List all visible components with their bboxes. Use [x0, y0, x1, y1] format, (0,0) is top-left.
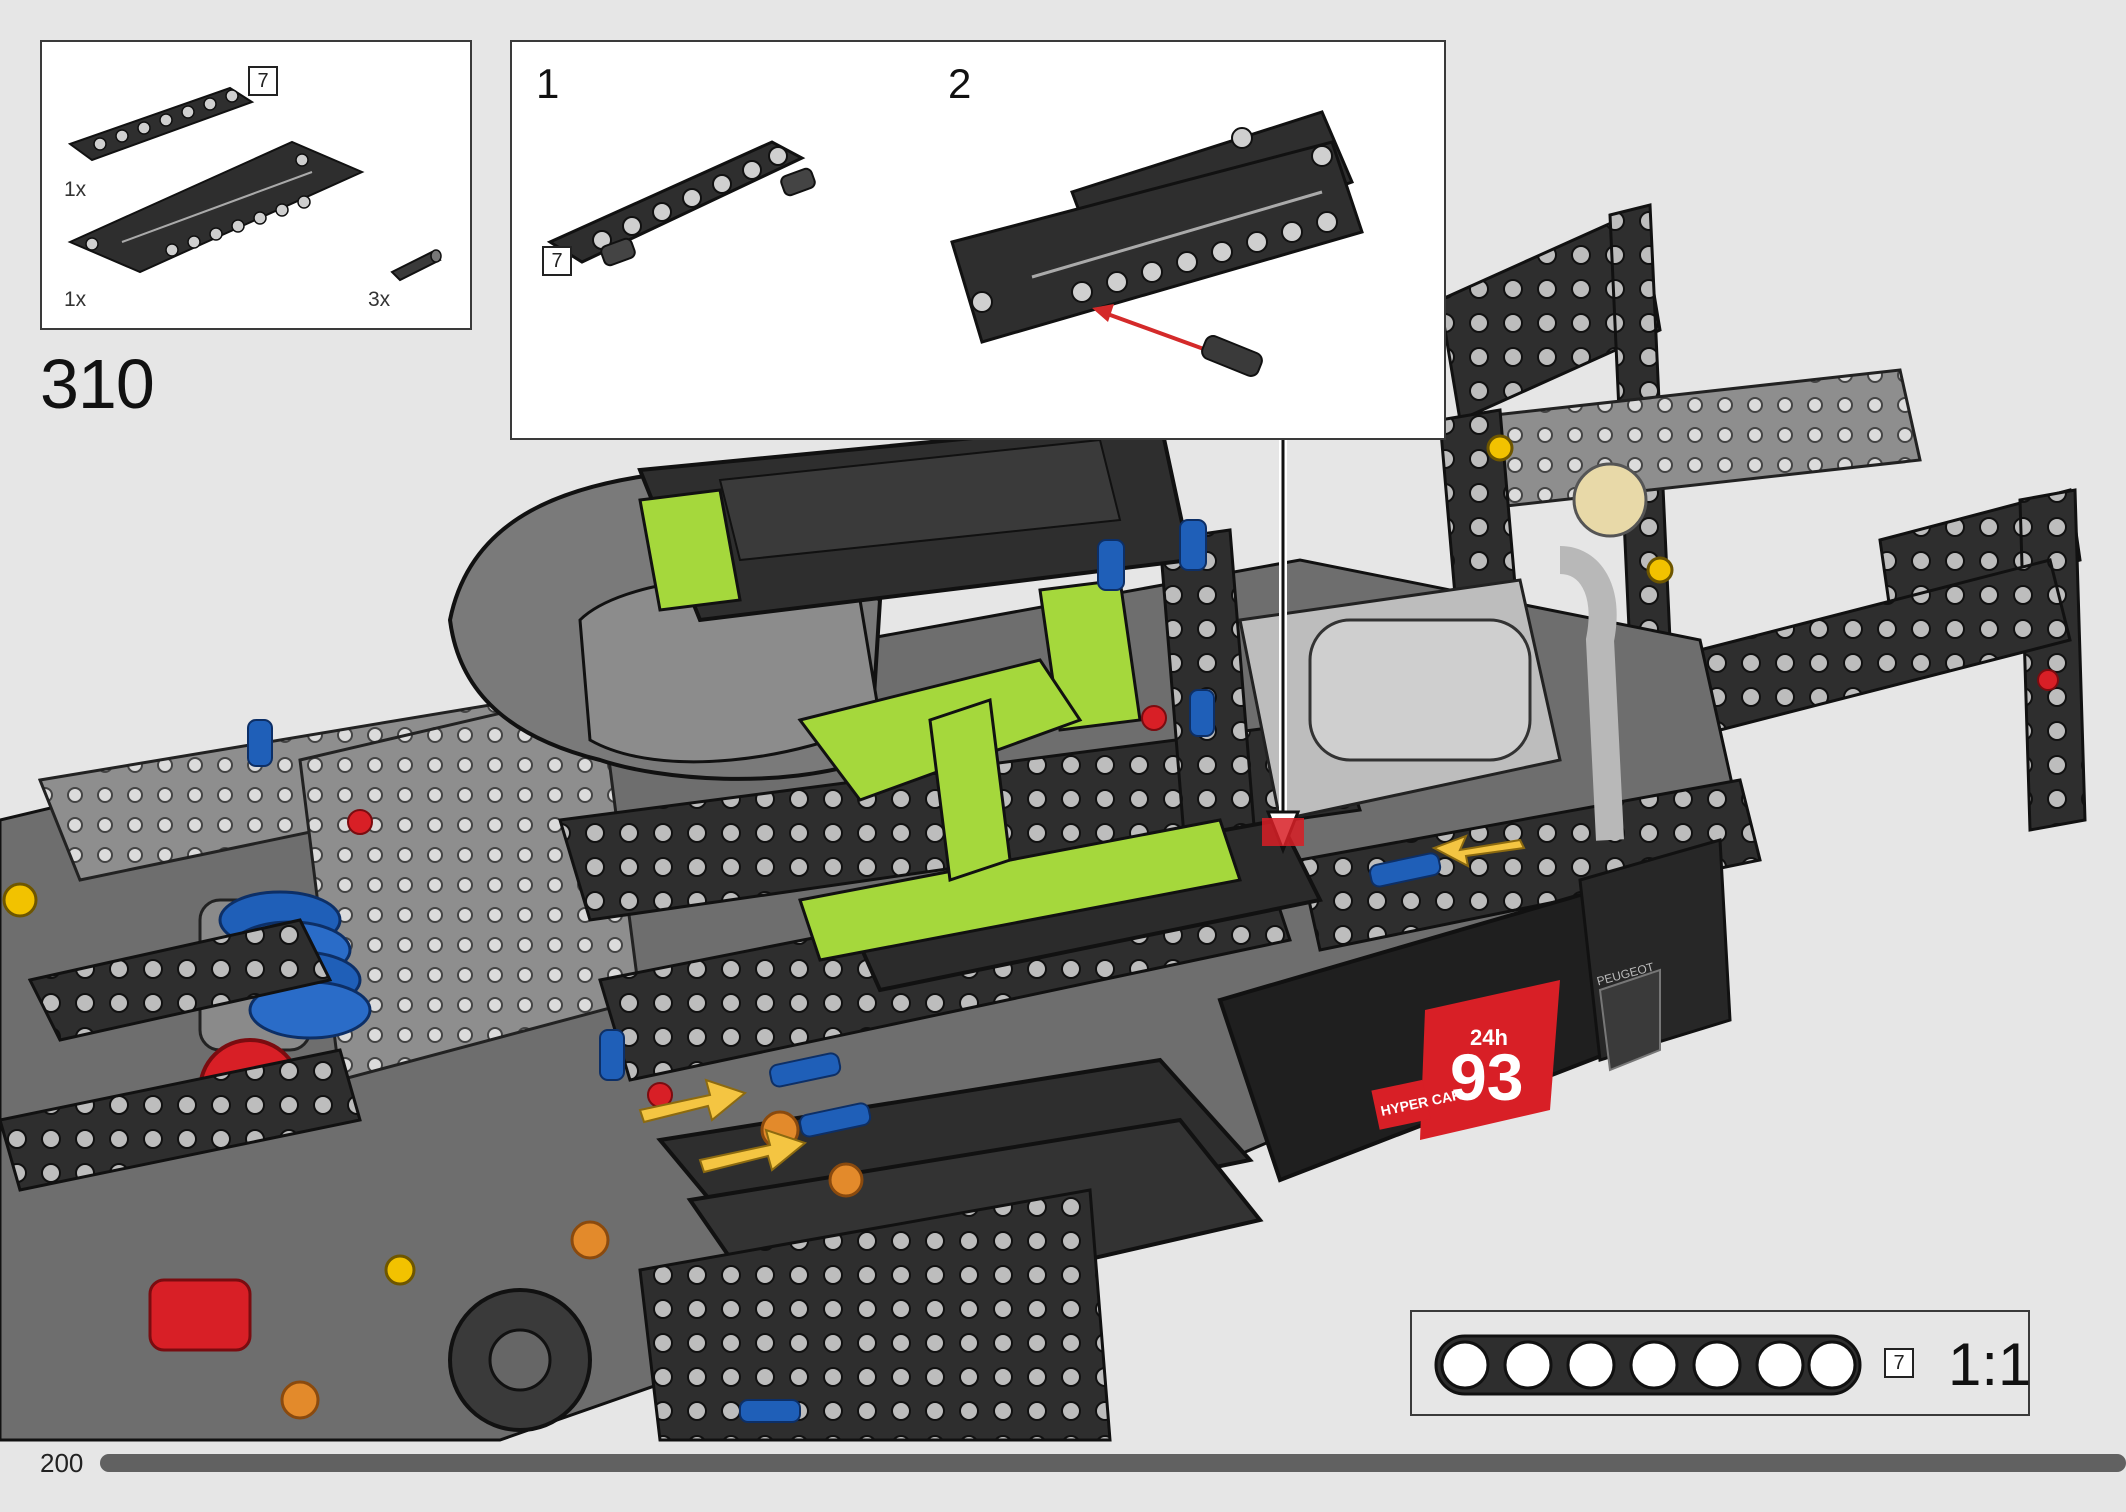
page-progress-bar: [100, 1454, 2126, 1472]
sub-step-1-illustration: [546, 140, 816, 267]
race-number-decal: 93 24h: [1420, 980, 1560, 1140]
scale-reference-box: 7 1:1: [1410, 1310, 2032, 1416]
scale-callout: 7: [1884, 1348, 1914, 1378]
sub-step-2-label: 2: [948, 60, 972, 107]
assembly-arrow: [1262, 438, 1304, 855]
engine-block: [1238, 462, 1648, 841]
sub-build-box: 1 7 2: [510, 40, 1446, 440]
sub-step-1-callout: 7: [542, 246, 572, 276]
front-suspension: [0, 890, 592, 1432]
cockpit-canopy: [447, 417, 1242, 962]
part-quantity-liftarm: 1x: [64, 178, 87, 201]
side-pod: 93 24h HYPER CAR PEUGEOT: [1217, 838, 1732, 1183]
part-quantity-panel: 1x: [64, 288, 87, 311]
parts-list-box: 7 1x 1x 3x: [40, 40, 472, 330]
part-quantity-pin: 3x: [368, 288, 391, 311]
scale-liftarm-1x7: [1434, 1334, 1862, 1396]
step-number: 310: [40, 345, 155, 423]
event-badge: 24h: [1470, 1025, 1508, 1050]
scale-label: 1:1: [1948, 1331, 2032, 1398]
page-number: 200: [40, 1448, 84, 1478]
insertion-arrows: [638, 834, 1526, 1174]
part-callout-length: 7: [248, 66, 278, 96]
part-liftarm-panel: [67, 140, 365, 274]
race-number: 93: [1450, 1040, 1523, 1114]
page-progress-fill: [100, 1454, 2126, 1472]
part-axle-pin: [390, 249, 442, 282]
part-liftarm-1x7: [67, 86, 255, 162]
sub-step-2-illustration: [950, 110, 1364, 377]
sub-step-1-label: 1: [536, 60, 560, 107]
